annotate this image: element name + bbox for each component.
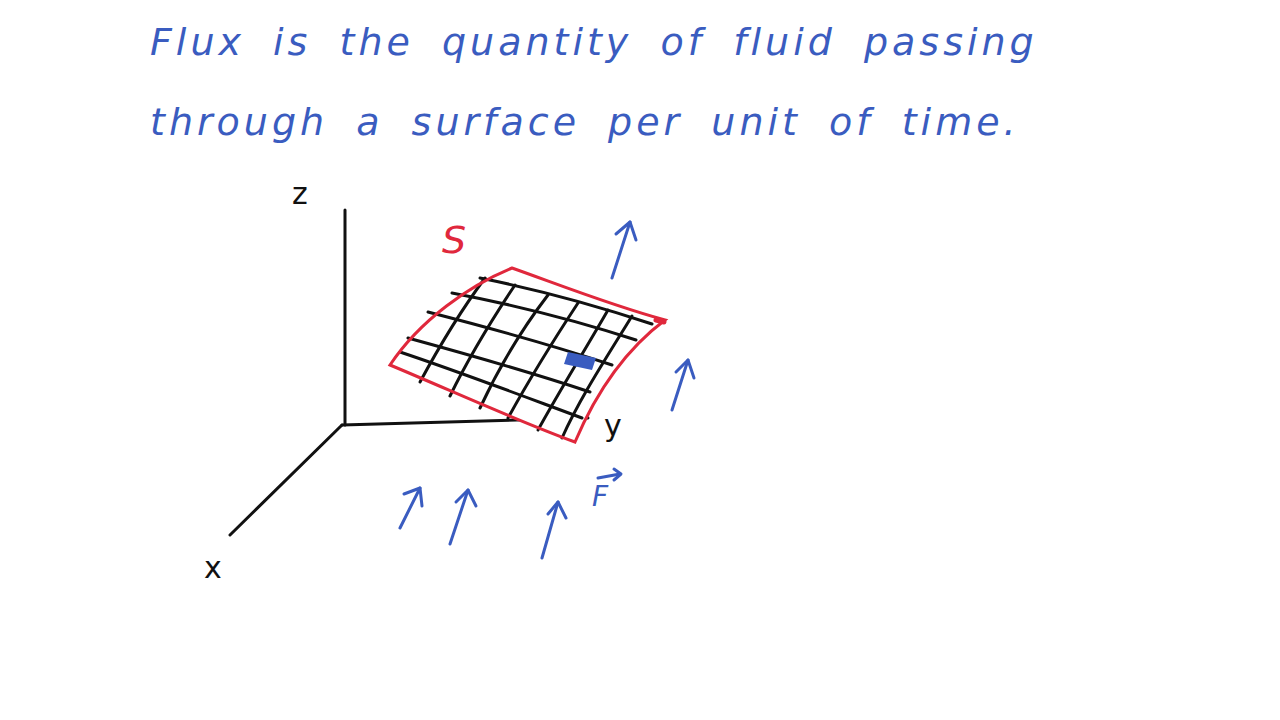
z-axis bbox=[344, 210, 347, 425]
surface-patch bbox=[564, 352, 596, 370]
x-axis bbox=[230, 425, 342, 535]
field-arrows bbox=[400, 222, 694, 558]
surface-label: S bbox=[442, 218, 466, 262]
vector-label: F bbox=[592, 480, 608, 513]
surface-outline bbox=[390, 268, 665, 442]
axis-label: y bbox=[604, 408, 622, 443]
heading-text: Flux is the quantity of fluid passing th… bbox=[150, 2, 1210, 162]
axis-label: z bbox=[292, 176, 308, 211]
axis-label: x bbox=[204, 550, 222, 585]
